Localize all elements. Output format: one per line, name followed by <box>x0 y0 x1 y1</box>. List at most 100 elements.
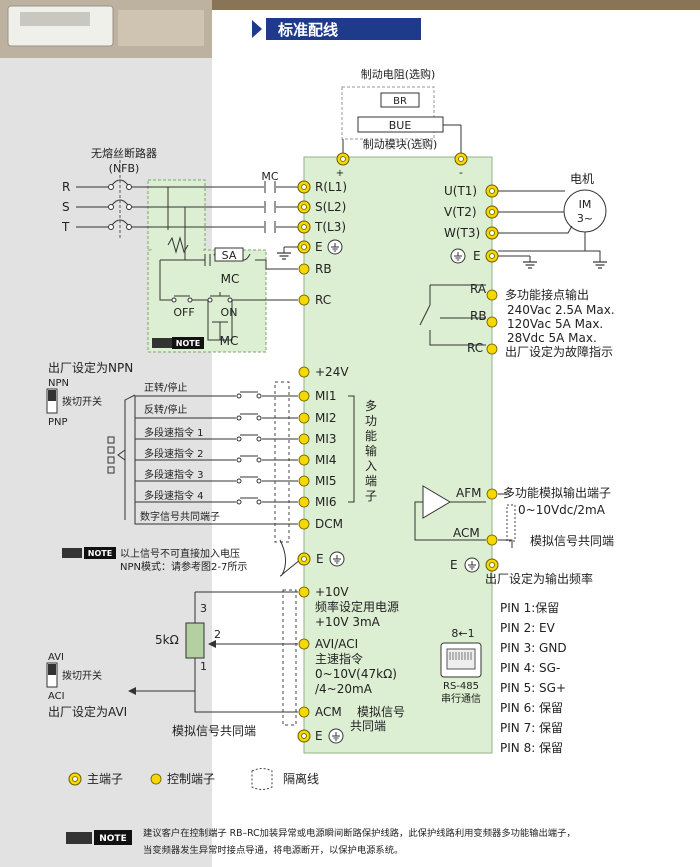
breaker-label: 无熔丝断路器 <box>91 146 157 160</box>
mi4-label: MI4 <box>315 453 337 467</box>
off-label: OFF <box>173 306 194 319</box>
device-photo-2 <box>118 10 204 46</box>
mc-contact-label: MC <box>261 170 278 183</box>
shield-curve <box>279 539 301 577</box>
terminal-dcm <box>298 518 310 530</box>
acm-out-label: ACM <box>453 526 480 540</box>
svg-text:端: 端 <box>365 474 377 488</box>
terminal-w <box>485 226 499 240</box>
svg-text:入: 入 <box>365 459 377 473</box>
terminal-mi4 <box>298 454 310 466</box>
minus-terminal <box>454 152 468 166</box>
ground-label-bottom: E <box>315 729 323 743</box>
side-bracket <box>348 395 355 503</box>
relay-rc-label: RC <box>467 341 483 355</box>
terminal-rc-relay <box>486 343 498 355</box>
terminal-rb <box>298 263 310 275</box>
phase-r: R <box>62 180 70 194</box>
legend-control: 控制端子 <box>167 772 215 786</box>
bue-label: BUE <box>389 119 412 132</box>
ground-label-motor: E <box>473 249 481 263</box>
sa-label: SA <box>222 249 237 262</box>
header-bar <box>266 18 421 40</box>
potentiometer[interactable] <box>185 622 205 659</box>
ground-label-mid: E <box>316 552 324 566</box>
pot-label: 5kΩ <box>155 633 179 647</box>
terminal-u <box>485 184 499 198</box>
sa-box <box>214 247 244 262</box>
legend-main: 主端子 <box>87 772 123 786</box>
avi-switch-knob <box>48 664 56 675</box>
relay-spec-1: 240Vac 2.5A Max. <box>507 303 615 317</box>
range-1: 0~10V(47kΩ) <box>315 667 397 681</box>
rb-terminal-label: RB <box>315 262 332 276</box>
pot-pin-3: 3 <box>200 602 207 615</box>
ground-circle-afm <box>464 557 480 573</box>
rs485-pins-label: 8←1 <box>451 627 474 640</box>
terminal-rc <box>298 294 310 306</box>
ground-label-top: E <box>315 240 323 254</box>
isolation-line-afm <box>506 504 516 542</box>
pin-6: PIN 6: 保留 <box>500 701 563 715</box>
analog-common: 模拟信号共同端 <box>172 724 256 738</box>
avi-switch-label: AVI <box>48 652 64 663</box>
note-line-2: NPN模式：请参考图2-7所示 <box>120 560 247 573</box>
ground-motor-1 <box>522 255 538 269</box>
ground-circle-motor <box>450 248 466 264</box>
module-label: 制动模块(选购) <box>363 137 438 151</box>
input-wires <box>134 391 298 525</box>
terminal-e-mid <box>297 552 311 566</box>
phase-lines: R S T <box>61 160 298 240</box>
terminal-t <box>297 220 311 234</box>
aci-arrow <box>128 687 136 695</box>
terminal-ra <box>486 289 498 301</box>
afm-range: 0~10Vdc/2mA <box>518 503 606 517</box>
terminal-mi1 <box>298 390 310 402</box>
npn-label: NPN <box>48 378 69 389</box>
note-line-1: 以上信号不可直接加入电压 <box>120 547 240 560</box>
relay-ra-label: RA <box>470 282 487 296</box>
plus-terminal <box>336 152 350 166</box>
relay-factory: 出厂设定为故障指示 <box>505 344 613 359</box>
relay-title: 多功能接点输出 <box>505 287 589 302</box>
side-label: 多 功 能 输 入 端 子 <box>365 399 377 503</box>
main-label: 主速指令 <box>315 651 363 666</box>
terminal-s <box>297 200 311 214</box>
input-label-2: 反转/停止 <box>144 403 187 416</box>
pwr-spec: +10V 3mA <box>315 615 381 629</box>
device-display <box>20 12 90 26</box>
npn-switch-knob <box>48 390 56 401</box>
bottom-note-2: 当变频器发生异常时接点导通，将电源断开，以保护电源系统。 <box>143 844 403 856</box>
afm-label: AFM <box>456 486 481 500</box>
terminal-mi6 <box>298 496 310 508</box>
switch-label: 拨切开关 <box>62 395 102 408</box>
svg-text:NOTE: NOTE <box>176 339 200 348</box>
pot-pin-2: 2 <box>214 628 221 641</box>
pin-8: PIN 8: 保留 <box>500 741 563 755</box>
npn-title: 出厂设定为NPN <box>48 360 133 375</box>
avi-label: AVI/ACI <box>315 637 358 651</box>
mc-coil-label: MC <box>221 272 240 286</box>
terminal-mi5 <box>298 475 310 487</box>
control-box-bottom <box>147 249 267 353</box>
isolation-line-analog <box>282 589 297 726</box>
switch-boxes <box>107 436 115 474</box>
breaker-label-2: (NFB) <box>109 162 140 175</box>
resistor-label: 制动电阻(选购) <box>361 67 436 81</box>
relay-spec-3: 28Vdc 5A Max. <box>507 331 597 345</box>
relay-spec-2: 120Vac 5A Max. <box>507 317 603 331</box>
motor-circle <box>563 189 607 233</box>
mi2-label: MI2 <box>315 411 337 425</box>
svg-text:NOTE: NOTE <box>88 549 112 558</box>
terminal-r-label: R(L1) <box>315 180 347 194</box>
rs485-name: RS-485 <box>443 681 479 692</box>
avi-switch-text: 拨切开关 <box>62 669 102 682</box>
terminal-w-label: W(T3) <box>444 226 480 240</box>
input-label-6: 多段速指令 4 <box>144 489 204 502</box>
common-label: 数字信号共同端子 <box>140 510 220 523</box>
input-label-4: 多段速指令 2 <box>144 447 204 460</box>
svg-text:能: 能 <box>365 429 377 443</box>
svg-text:NOTE: NOTE <box>99 834 126 844</box>
afm-factory: 出厂设定为输出频率 <box>485 571 593 586</box>
